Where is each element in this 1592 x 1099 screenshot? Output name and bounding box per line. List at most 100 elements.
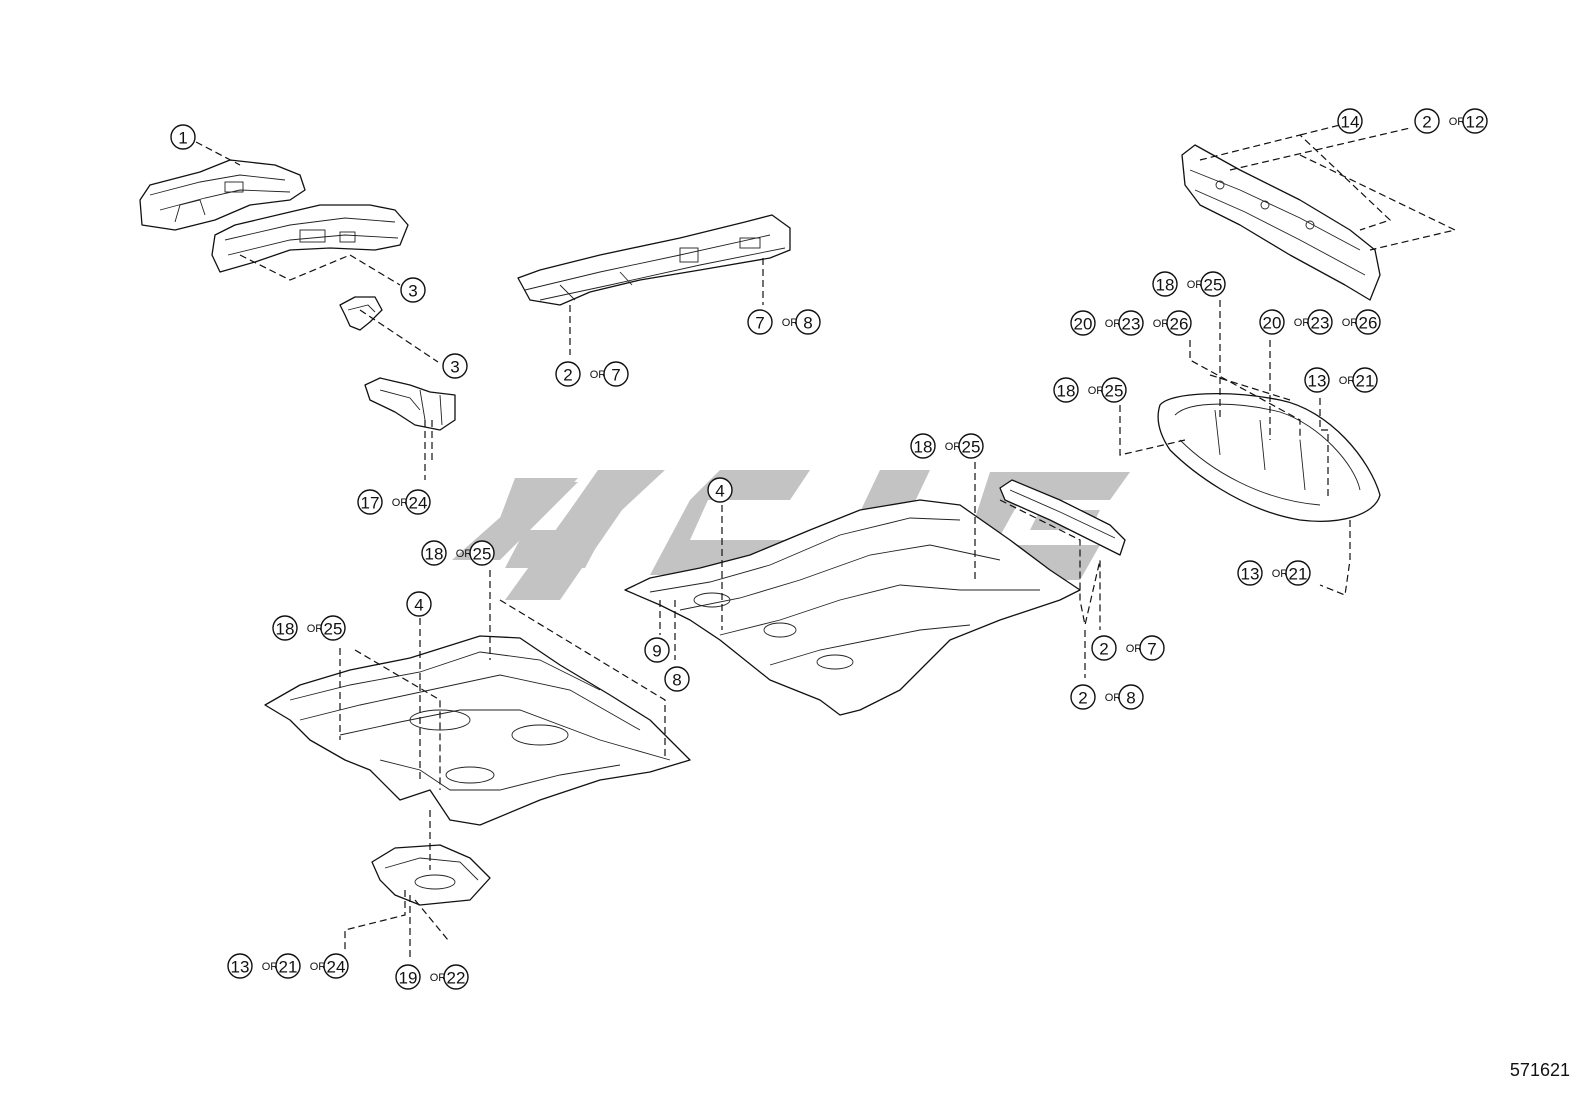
callout-circle — [1053, 377, 1079, 403]
part-number: 21 — [1356, 372, 1375, 391]
callout-c-14: 14 — [1337, 108, 1363, 134]
or-separator: OR — [1339, 375, 1356, 387]
part-number: 20 — [1263, 314, 1282, 333]
part-number: 25 — [1204, 276, 1223, 295]
or-separator: OR — [1105, 692, 1122, 704]
or-separator: OR — [310, 961, 327, 973]
callout-circle — [421, 540, 447, 566]
part-number: 25 — [324, 620, 343, 639]
callout-circle — [170, 124, 196, 150]
callout-circle — [747, 309, 773, 335]
or-separator: OR — [590, 369, 607, 381]
callout-circle — [275, 953, 301, 979]
callout-circle — [1101, 377, 1127, 403]
callout-c-4-left: 4 — [406, 591, 432, 617]
callout-c-1: 1 — [170, 124, 196, 150]
callout-circle — [469, 540, 495, 566]
part-number: 18 — [425, 545, 444, 564]
or-separator: OR — [1105, 318, 1122, 330]
or-separator: OR — [430, 972, 447, 984]
or-separator: OR — [1126, 643, 1143, 655]
part-number: 25 — [962, 438, 981, 457]
callout-circle — [405, 489, 431, 515]
or-separator: OR — [1088, 385, 1105, 397]
callout-circle — [227, 953, 253, 979]
part-number: 21 — [279, 958, 298, 977]
part-number: 9 — [652, 642, 661, 661]
callout-circle — [1070, 310, 1096, 336]
or-separator: OR — [1294, 317, 1311, 329]
callout-circle — [1070, 684, 1096, 710]
callout-circle — [1200, 271, 1226, 297]
or-separator: OR — [262, 961, 279, 973]
part-number: 21 — [1289, 565, 1308, 584]
callout-circle — [406, 591, 432, 617]
or-separator: OR — [1187, 279, 1204, 291]
part-number: 3 — [408, 282, 417, 301]
bracket-part — [339, 296, 383, 331]
part-number: 2 — [1099, 640, 1108, 659]
part-number: 18 — [1057, 382, 1076, 401]
callout-circle — [1304, 367, 1330, 393]
part-number: 8 — [1126, 689, 1135, 708]
or-separator: OR — [1272, 568, 1289, 580]
callout-circle — [272, 615, 298, 641]
callout-circle — [1462, 108, 1488, 134]
callout-circle — [644, 637, 670, 663]
or-separator: OR — [307, 623, 324, 635]
part-number: 14 — [1341, 113, 1360, 132]
part-number: 2 — [1422, 113, 1431, 132]
callout-circle — [1414, 108, 1440, 134]
part-number: 8 — [803, 314, 812, 333]
callout-circle — [1352, 367, 1378, 393]
lower-floor-pan-part — [371, 844, 491, 906]
callout-circle — [1118, 310, 1144, 336]
part-number: 3 — [450, 358, 459, 377]
or-separator: OR — [1342, 317, 1359, 329]
part-number: 18 — [276, 620, 295, 639]
callout-circle — [1259, 309, 1285, 335]
callout-circle — [1307, 309, 1333, 335]
spare-tire-pan-part — [1157, 393, 1381, 522]
part-number: 1 — [178, 129, 187, 148]
part-number: 19 — [399, 969, 418, 988]
callout-c-2-8-mid: 2 OR 8 — [1070, 684, 1144, 710]
part-number: 2 — [1078, 689, 1087, 708]
diagram-id: 571621 — [1509, 1060, 1570, 1080]
part-number: 13 — [1241, 565, 1260, 584]
part-number: 4 — [414, 596, 423, 615]
rear-panel-part — [1181, 144, 1381, 301]
part-number: 13 — [231, 958, 250, 977]
part-number: 2 — [563, 366, 572, 385]
callout-circle — [1118, 684, 1144, 710]
or-separator: OR — [1449, 116, 1466, 128]
part-number: 7 — [1147, 640, 1156, 659]
callout-circle — [400, 277, 426, 303]
callout-circle — [1285, 560, 1311, 586]
or-separator: OR — [782, 317, 799, 329]
callout-circle — [555, 361, 581, 387]
callout-c-8: 8 — [664, 666, 690, 692]
part-number: 26 — [1170, 315, 1189, 334]
front-side-member-part — [139, 159, 409, 273]
callout-circle — [1152, 271, 1178, 297]
part-number: 24 — [409, 494, 428, 513]
callout-circle — [1355, 309, 1381, 335]
callout-c-3a: 3 — [400, 277, 426, 303]
part-number: 23 — [1311, 314, 1330, 333]
callout-circle — [958, 433, 984, 459]
callout-circle — [323, 953, 349, 979]
callout-circle — [320, 615, 346, 641]
